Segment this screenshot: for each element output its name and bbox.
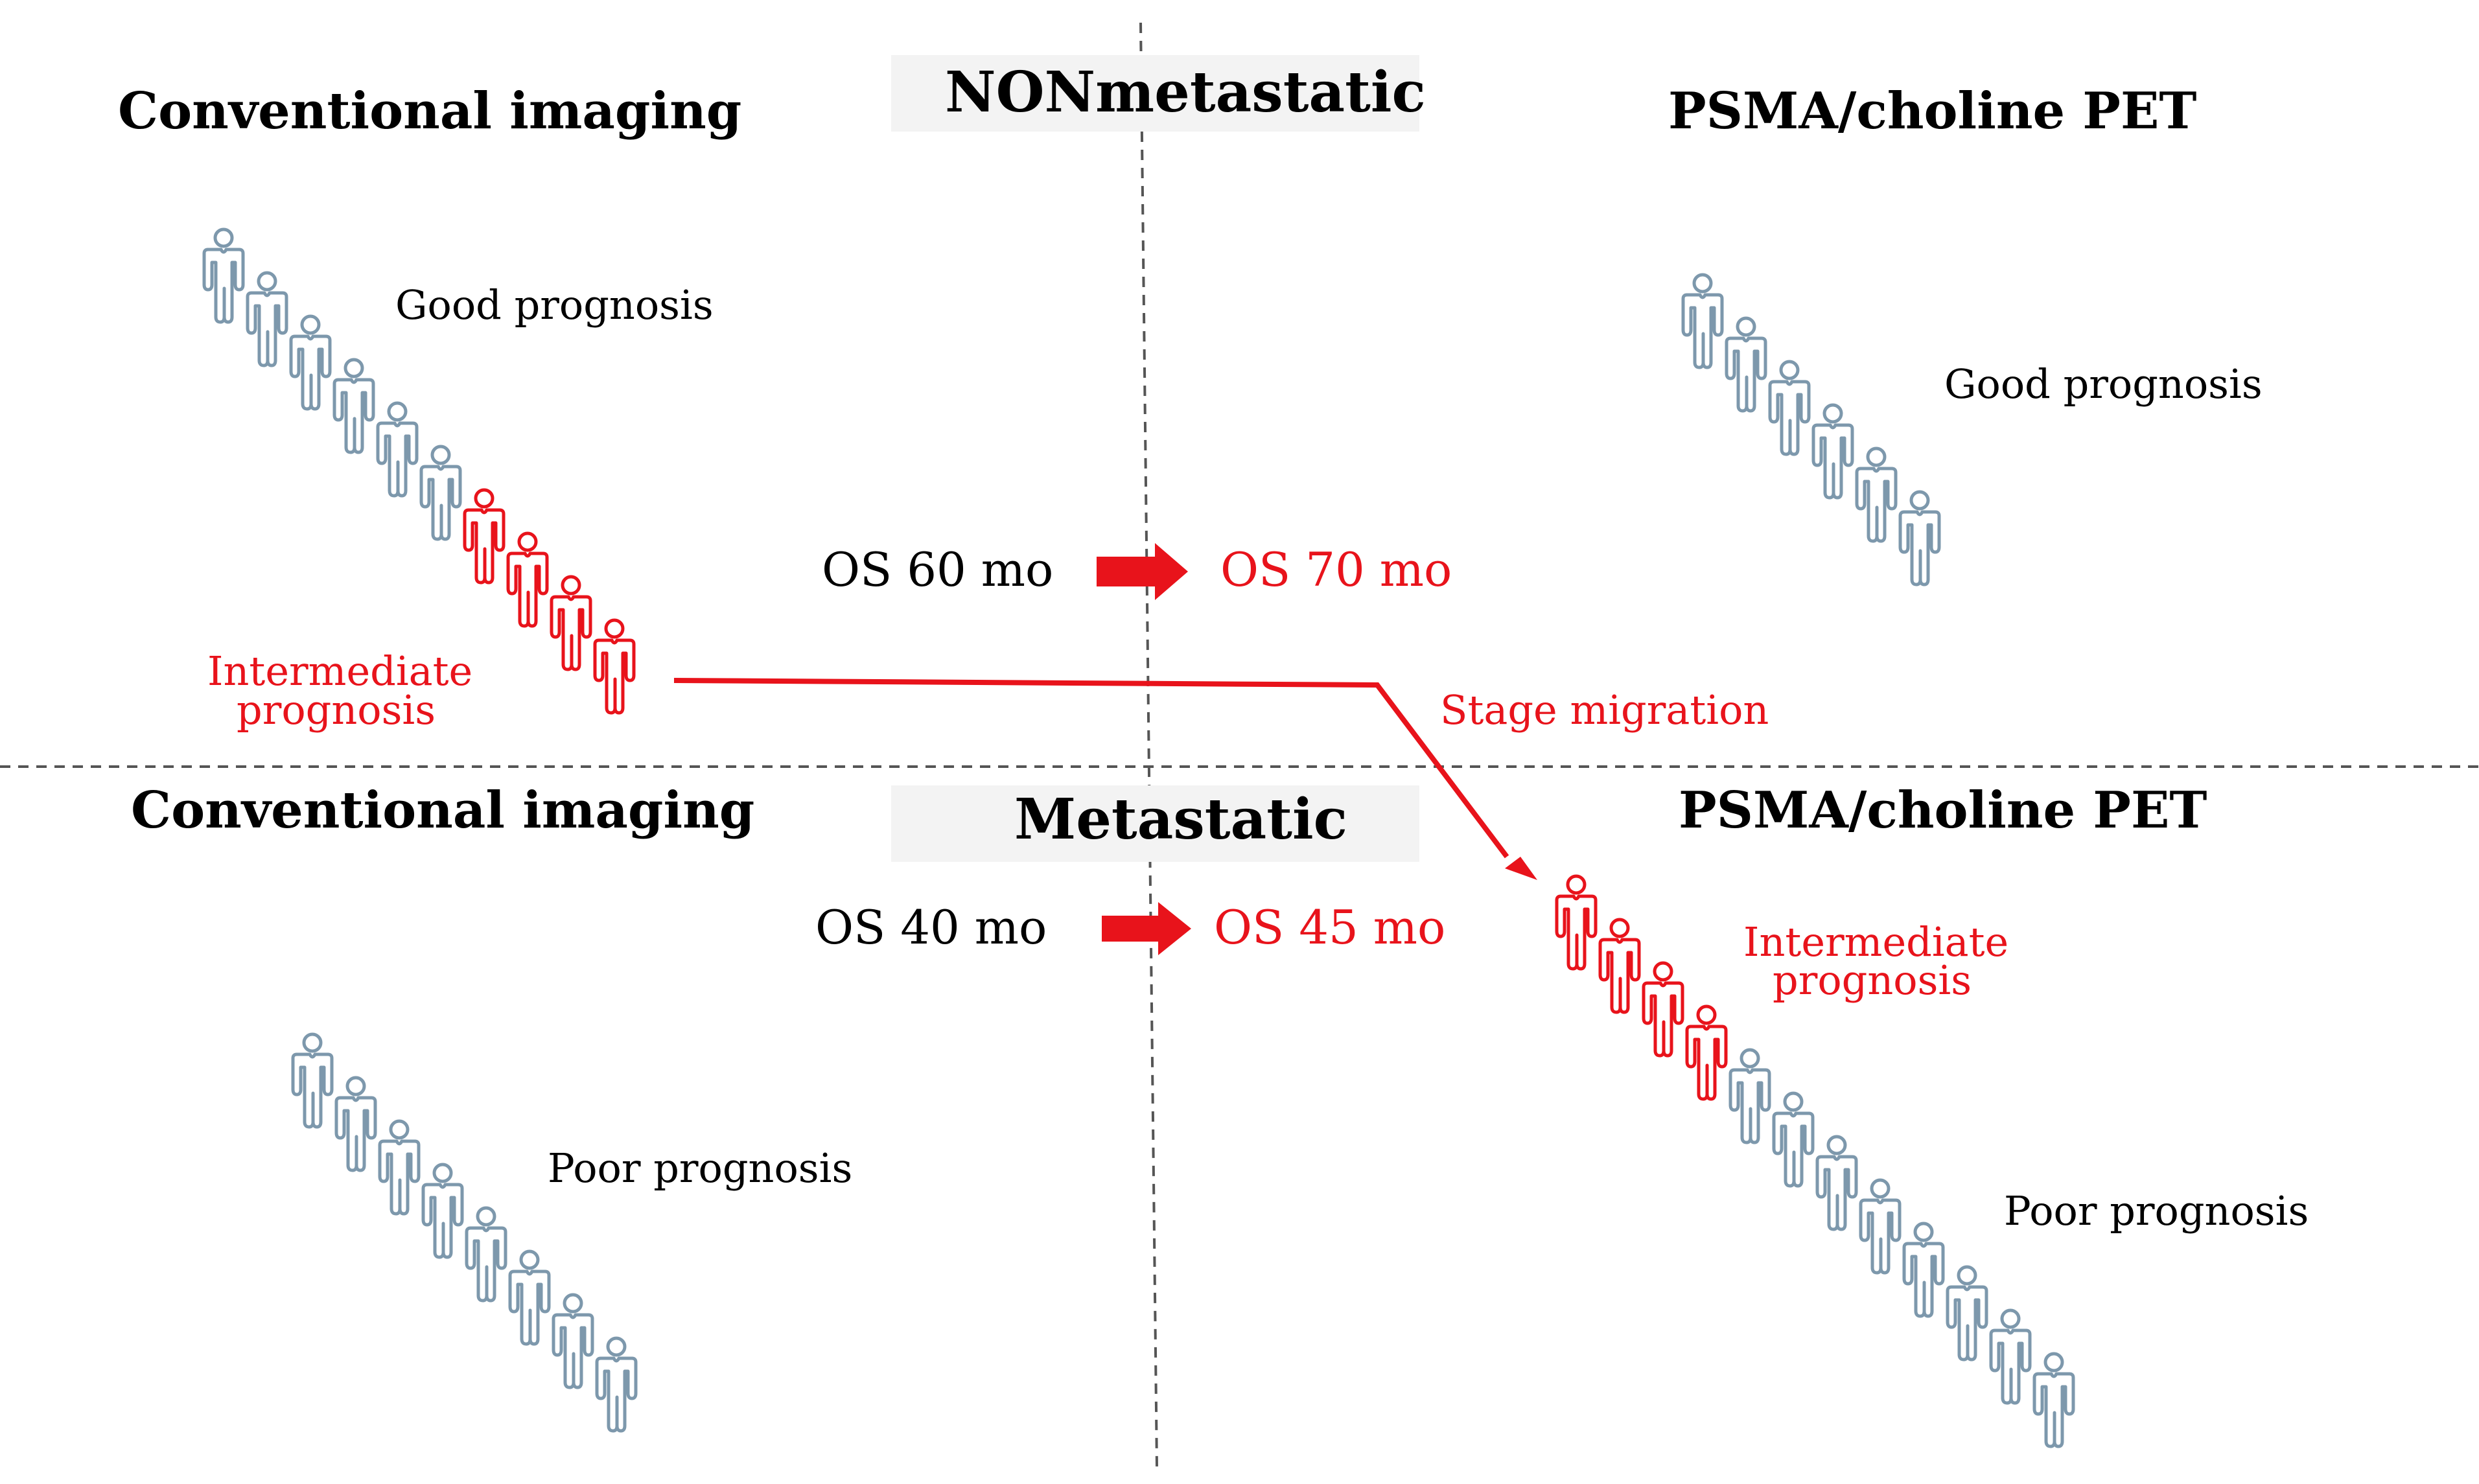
top-left-intermediate-label-line2: prognosis — [237, 686, 436, 734]
os-arrow-top — [1097, 543, 1188, 600]
top-left-intermediate-label-line1: Intermediate — [207, 647, 473, 695]
bottom-right-header: PSMA/choline PET — [1679, 781, 2207, 840]
top-left-blue-person-icon — [421, 446, 460, 539]
os-before-top: OS 60 mo — [822, 542, 1054, 597]
bottom-left-blue-person-icon — [336, 1078, 375, 1170]
os-arrow-bottom — [1102, 902, 1191, 955]
bottom-right-red-person-icon — [1687, 1006, 1726, 1099]
top-left-blue-person-icon — [378, 403, 417, 496]
bottom-right-blue-person-icon — [1774, 1093, 1813, 1186]
metastatic-banner — [891, 785, 1419, 862]
vertical-divider — [1139, 22, 1158, 1468]
bottom-right-red-person-icon — [1644, 963, 1682, 1056]
bottom-right-blue-person-icon — [1817, 1137, 1856, 1229]
top-right-blue-person-icon — [1900, 492, 1939, 585]
bottom-right-blue-person-icon — [1991, 1310, 2030, 1403]
bottom-right-intermediate-label-line2: prognosis — [1773, 956, 1972, 1004]
bottom-left-blue-person-icon — [597, 1338, 636, 1431]
metastatic-title: Metastatic — [1014, 787, 1347, 852]
top-left-red-person-icon — [465, 490, 504, 583]
stage-migration-line — [673, 678, 1509, 859]
stage-migration-label: Stage migration — [1440, 686, 1769, 734]
bottom-right-red-person-icon — [1557, 876, 1596, 969]
top-right-good-prognosis-label: Good prognosis — [1944, 360, 2263, 408]
bottom-right-blue-person-icon — [1948, 1267, 1986, 1360]
bottom-left-blue-person-icon — [423, 1165, 462, 1257]
bottom-right-blue-person-icon — [1861, 1180, 1900, 1273]
top-left-red-person-icon — [508, 533, 547, 626]
top-left-red-person-icon — [552, 577, 590, 669]
stage-migration-arrowhead — [1505, 857, 1537, 880]
bottom-right-blue-person-icon — [2034, 1354, 2073, 1446]
bottom-right-blue-person-icon — [1904, 1223, 1943, 1316]
top-right-blue-person-icon — [1813, 405, 1852, 498]
bottom-left-blue-person-icon — [380, 1121, 419, 1214]
top-right-header: PSMA/choline PET — [1668, 82, 2197, 141]
top-left-red-person-icon — [595, 620, 634, 713]
os-after-bottom: OS 45 mo — [1214, 900, 1446, 955]
nonmetastatic-title: NONmetastatic — [945, 60, 1426, 125]
top-right-blue-person-icon — [1770, 362, 1809, 454]
bottom-left-header: Conventional imaging — [131, 781, 755, 840]
bottom-left-blue-person-icon — [467, 1208, 506, 1301]
nonmetastatic-banner — [891, 55, 1419, 132]
top-right-blue-person-icon — [1727, 318, 1765, 411]
top-right-blue-person-icon — [1683, 275, 1722, 367]
bottom-left-blue-person-icon — [553, 1295, 592, 1387]
top-left-header: Conventional imaging — [118, 82, 742, 141]
bottom-right-poor-prognosis-label: Poor prognosis — [2004, 1187, 2309, 1235]
top-right-blue-person-icon — [1857, 448, 1896, 541]
bottom-right-blue-person-icon — [1730, 1050, 1769, 1142]
os-after-top: OS 70 mo — [1220, 542, 1452, 597]
bottom-left-blue-person-icon — [293, 1034, 332, 1127]
bottom-left-poor-prognosis-label: Poor prognosis — [548, 1144, 853, 1192]
top-left-blue-person-icon — [291, 316, 330, 409]
top-left-blue-person-icon — [334, 360, 373, 452]
top-left-blue-person-icon — [248, 273, 286, 365]
bottom-left-blue-person-icon — [510, 1251, 549, 1344]
bottom-right-red-person-icon — [1600, 920, 1639, 1012]
os-before-bottom: OS 40 mo — [815, 900, 1047, 955]
bottom-right-intermediate-label-line1: Intermediate — [1743, 918, 2009, 966]
top-left-blue-person-icon — [204, 229, 243, 322]
top-left-good-prognosis-label: Good prognosis — [395, 281, 714, 329]
